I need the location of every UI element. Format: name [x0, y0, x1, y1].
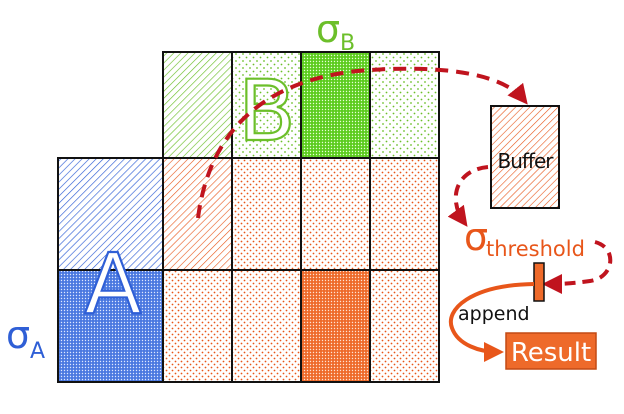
cell-a-2-selected: [57, 269, 164, 383]
sigma-a-label: σ A: [6, 313, 45, 364]
append-label: append: [458, 303, 530, 325]
buffer-label: Buffer: [497, 149, 554, 173]
append-arrow: [448, 282, 535, 362]
sigma-b-subscript: B: [340, 31, 355, 56]
scan-arrow: [196, 66, 528, 219]
result-box: [505, 332, 597, 370]
buffer-box: [490, 105, 560, 209]
join-grid: [162, 157, 440, 383]
grid-cell-r2c4: [369, 269, 440, 383]
sigma-threshold-symbol: σ: [464, 215, 488, 259]
grid-cell-r2c1: [162, 269, 233, 383]
relation-b-letter: B: [238, 62, 296, 160]
grid-cell-r1c4: [369, 157, 440, 271]
sigma-b-symbol: σ: [316, 7, 340, 51]
grid-cell-r2c2: [231, 269, 302, 383]
result-label: Result: [511, 338, 591, 368]
grid-cell-r2c3-selected: [300, 269, 371, 383]
cell-b-3-selected: [300, 51, 371, 159]
sigma-threshold-label: σ threshold: [464, 215, 585, 261]
cell-b-2: [231, 51, 302, 159]
threshold-filter-bar: [533, 262, 545, 302]
grid-cell-r1c3: [300, 157, 371, 271]
sigma-b-label: σ B: [316, 7, 355, 56]
relation-b-cells: [162, 51, 440, 159]
threshold-loop-arrow: [542, 240, 613, 294]
buffer-to-threshold-arrow: [447, 165, 489, 227]
relation-a-letter: A: [84, 235, 141, 333]
relation-a-cells: [57, 157, 164, 383]
grid-cell-r1c2: [231, 157, 302, 271]
sigma-threshold-subscript: threshold: [486, 237, 585, 261]
cell-b-1: [162, 51, 233, 159]
sigma-a-subscript: A: [30, 339, 45, 364]
sigma-a-symbol: σ: [6, 313, 30, 357]
